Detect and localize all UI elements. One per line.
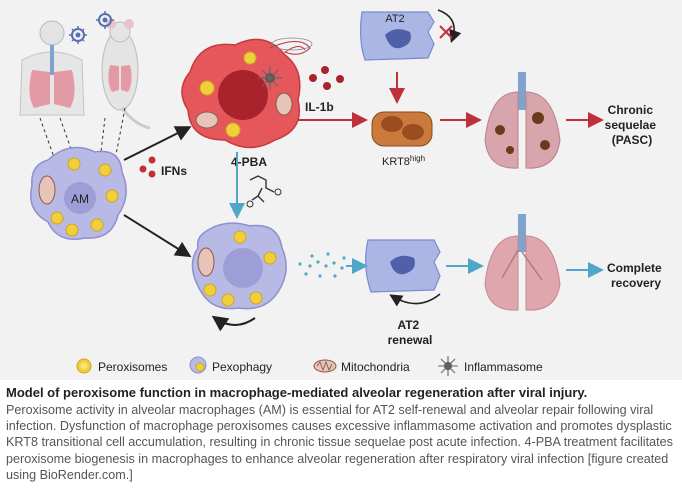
lung-icon [484, 72, 561, 169]
pba-label: 4-PBA [231, 155, 267, 169]
at2-top-cell [359, 11, 435, 61]
complete-label: Complete recovery [607, 261, 665, 290]
human-icon [19, 20, 85, 116]
at2-bottom-cell [365, 239, 441, 293]
legend-inflammasome: Inflammasome [464, 360, 543, 374]
legend-peroxisomes: Peroxisomes [98, 360, 167, 374]
at2-top-label: AT2 [385, 13, 404, 25]
self-renew-arrow [437, 9, 462, 44]
chronic-label: Chronic sequelae (PASC) [605, 103, 660, 147]
am-label: AM [71, 192, 89, 206]
krt8-label: KRT8high [382, 154, 425, 168]
il1b-label: IL-1b [305, 100, 334, 114]
ifns-label: IFNs [161, 164, 187, 178]
inflammasome-icon [258, 66, 282, 90]
ifns-dots [139, 156, 156, 178]
block-x-icon [439, 25, 453, 39]
mouse-icon [101, 19, 151, 130]
recovered-macrophage [191, 222, 287, 310]
pexophagy-icon [189, 356, 207, 374]
molecule-icon [246, 175, 282, 208]
spiral-icon [269, 41, 311, 55]
renewal-arrow [389, 293, 441, 307]
mitochondria-icon [313, 359, 337, 373]
arrow-am-to-inflamed [123, 126, 192, 161]
secreted-dots [298, 252, 346, 278]
lung-icon [484, 214, 561, 311]
virus-icon [69, 26, 87, 44]
legend-pexophagy: Pexophagy [212, 360, 272, 374]
cycle-arrow [211, 315, 256, 332]
inflammasome-icon [438, 356, 458, 376]
diagram-panel: AM IFNs IL-1b [0, 0, 682, 380]
inflamed-macrophage [181, 38, 301, 149]
am-macrophage: AM [30, 146, 127, 240]
figure-caption: Model of peroxisome function in macropha… [6, 385, 676, 483]
legend: Peroxisomes Pexophagy Mitochondria Infla… [76, 356, 543, 376]
caption-title: Model of peroxisome function in macropha… [6, 385, 588, 400]
arrow-am-to-recovered [123, 214, 192, 258]
virus-icon [96, 11, 114, 29]
caption-body: Peroxisome activity in alveolar macropha… [6, 403, 673, 482]
diagram-svg: AM IFNs IL-1b [19, 9, 665, 376]
at2-renewal-label: AT2 renewal [388, 318, 433, 347]
il1b-dots [309, 66, 344, 90]
legend-mitochondria: Mitochondria [341, 360, 410, 374]
krt8-cells [371, 111, 433, 147]
